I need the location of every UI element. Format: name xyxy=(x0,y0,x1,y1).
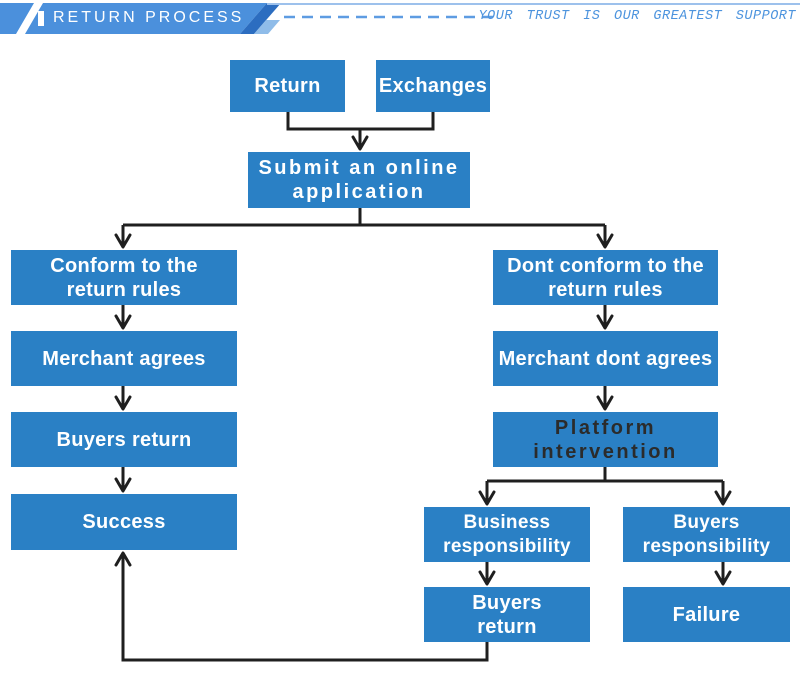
title-bar-icon xyxy=(38,10,44,26)
node-failure: Failure xyxy=(623,587,790,642)
node-buyers-return-right: Buyers return xyxy=(424,587,590,642)
node-exchanges: Exchanges xyxy=(376,60,490,112)
header-banner xyxy=(0,3,800,34)
node-submit-application: Submit an online application xyxy=(248,152,470,208)
node-conform-rules: Conform to the return rules xyxy=(11,250,237,305)
node-platform-intervention: Platform intervention xyxy=(493,412,718,467)
node-return: Return xyxy=(230,60,345,112)
page-title-text: RETURN PROCESS xyxy=(53,9,245,26)
node-dont-conform-rules: Dont conform to the return rules xyxy=(493,250,718,305)
node-buyers-responsibility: Buyers responsibility xyxy=(623,507,790,562)
connector-join-top xyxy=(286,112,435,131)
node-merchant-dont-agrees: Merchant dont agrees xyxy=(493,331,718,386)
node-business-responsibility: Business responsibility xyxy=(424,507,590,562)
header-slogan: YOUR TRUST IS OUR GREATEST SUPPORT xyxy=(478,9,796,24)
banner-shape xyxy=(0,3,267,34)
header-top-line xyxy=(267,3,800,5)
node-success: Success xyxy=(11,494,237,550)
banner-slash-decoration xyxy=(16,3,43,34)
banner-accent-dark xyxy=(240,3,281,34)
node-merchant-agrees: Merchant agrees xyxy=(11,331,237,386)
feedback-loop-to-success xyxy=(114,551,489,662)
banner-accent-light xyxy=(254,20,280,34)
page-title: RETURN PROCESS xyxy=(38,9,244,27)
node-buyers-return-left: Buyers return xyxy=(11,412,237,467)
